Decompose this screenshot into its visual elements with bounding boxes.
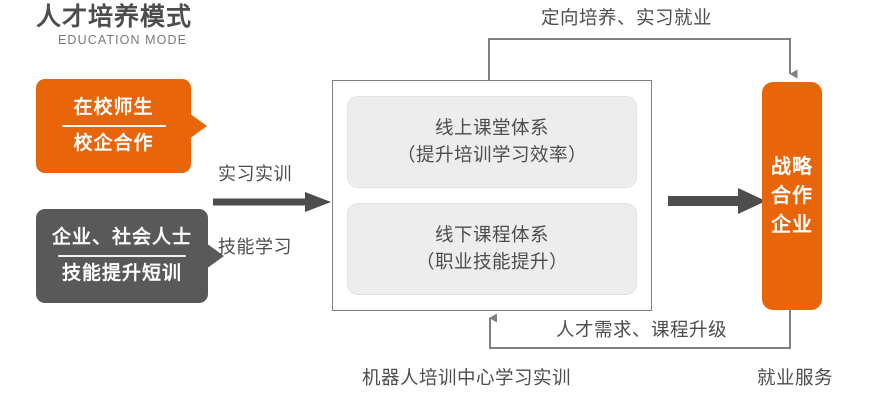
callout-students-line1: 在校师生: [73, 97, 154, 119]
card-online-line1: 线上课堂体系: [434, 117, 549, 139]
callout-students[interactable]: 在校师生 校企合作: [36, 79, 207, 173]
callout-students-tail: [189, 113, 207, 139]
page-subtitle: EDUCATION MODE: [58, 33, 188, 47]
callout-professionals-divider: [58, 255, 186, 257]
card-offline-line2: （职业技能提升）: [415, 251, 568, 272]
loop-label-bottom: 人才需求、课程升级: [556, 319, 728, 340]
flow-label-internship: 实习实训: [218, 164, 292, 184]
callout-professionals[interactable]: 企业、社会人士 技能提升短训: [36, 209, 224, 303]
loop-label-top: 定向培养、实习就业: [541, 7, 713, 28]
loop-top-path: [488, 38, 798, 80]
caption-employment-service: 就业服务: [757, 367, 834, 388]
callout-students-line2: 校企合作: [73, 133, 154, 154]
card-online-course[interactable]: 线上课堂体系 （提升培训学习效率）: [347, 96, 637, 188]
right-arrow-icon: [213, 192, 331, 212]
card-online-line2: （提升培训学习效率）: [396, 144, 587, 165]
right-arrow-icon-large: [668, 188, 766, 214]
callout-professionals-line2: 技能提升短训: [61, 263, 182, 284]
flow-label-skill-learning: 技能学习: [218, 237, 292, 257]
training-center-box: 线上课堂体系 （提升培训学习效率） 线下课程体系 （职业技能提升）: [332, 80, 652, 311]
partner-enterprise-box[interactable]: 战略 合作 企业: [762, 82, 822, 310]
callout-students-divider: [61, 125, 166, 127]
partner-line-3: 企业: [771, 213, 813, 236]
card-offline-line1: 线下课程体系: [434, 224, 549, 246]
partner-line-1: 战略: [771, 155, 813, 178]
page-title: 人才培养模式: [36, 3, 193, 31]
caption-training-center: 机器人培训中心学习实训: [362, 367, 572, 388]
card-offline-course[interactable]: 线下课程体系 （职业技能提升）: [347, 203, 637, 295]
callout-professionals-tail: [206, 243, 224, 269]
callout-professionals-line1: 企业、社会人士: [51, 227, 192, 249]
partner-line-2: 合作: [771, 184, 813, 207]
